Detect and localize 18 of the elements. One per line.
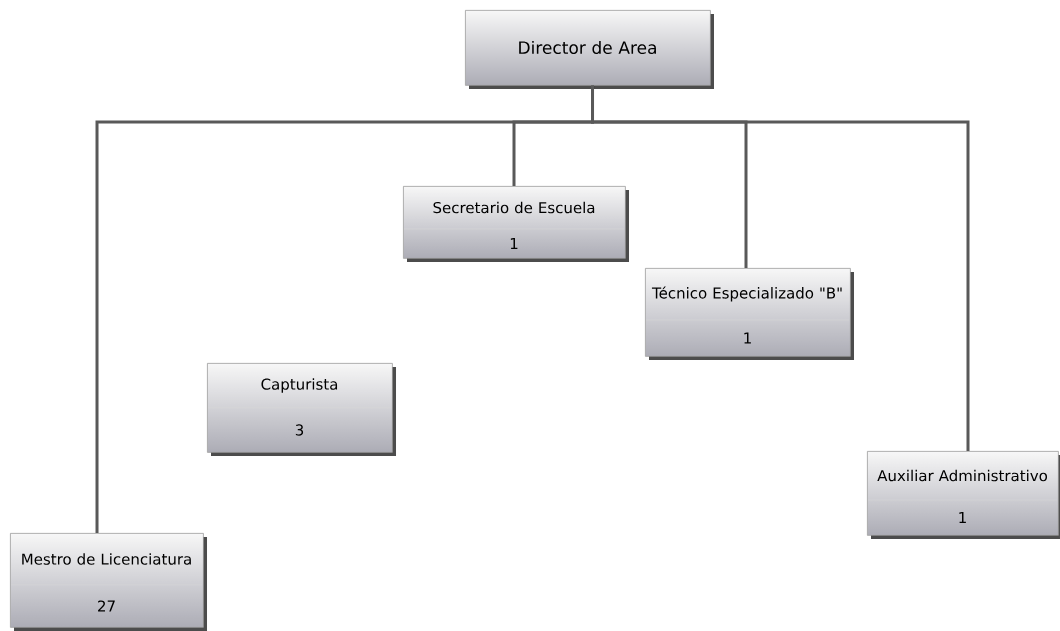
box-count: 27 xyxy=(98,600,115,612)
box-heading: Capturista xyxy=(261,378,338,393)
org-box xyxy=(645,268,854,360)
box-count: 1 xyxy=(959,512,966,523)
box-heading: Secretario de Escuela xyxy=(433,201,595,214)
box-heading: Técnico Especializado "B" xyxy=(651,286,842,302)
box-heading: Auxiliar Administrativo xyxy=(877,469,1048,482)
org-box xyxy=(207,363,396,456)
box-heading: Director de Area xyxy=(519,40,656,55)
box-count: 1 xyxy=(510,238,518,249)
org-box xyxy=(10,533,207,631)
org-box xyxy=(403,186,629,262)
box-count: 1 xyxy=(744,332,751,344)
box-heading: Mestro de Licenciatura xyxy=(22,553,191,565)
connector-line xyxy=(591,85,970,451)
box-count: 3 xyxy=(295,424,304,436)
org-box xyxy=(465,10,714,89)
org-box xyxy=(867,451,1060,539)
